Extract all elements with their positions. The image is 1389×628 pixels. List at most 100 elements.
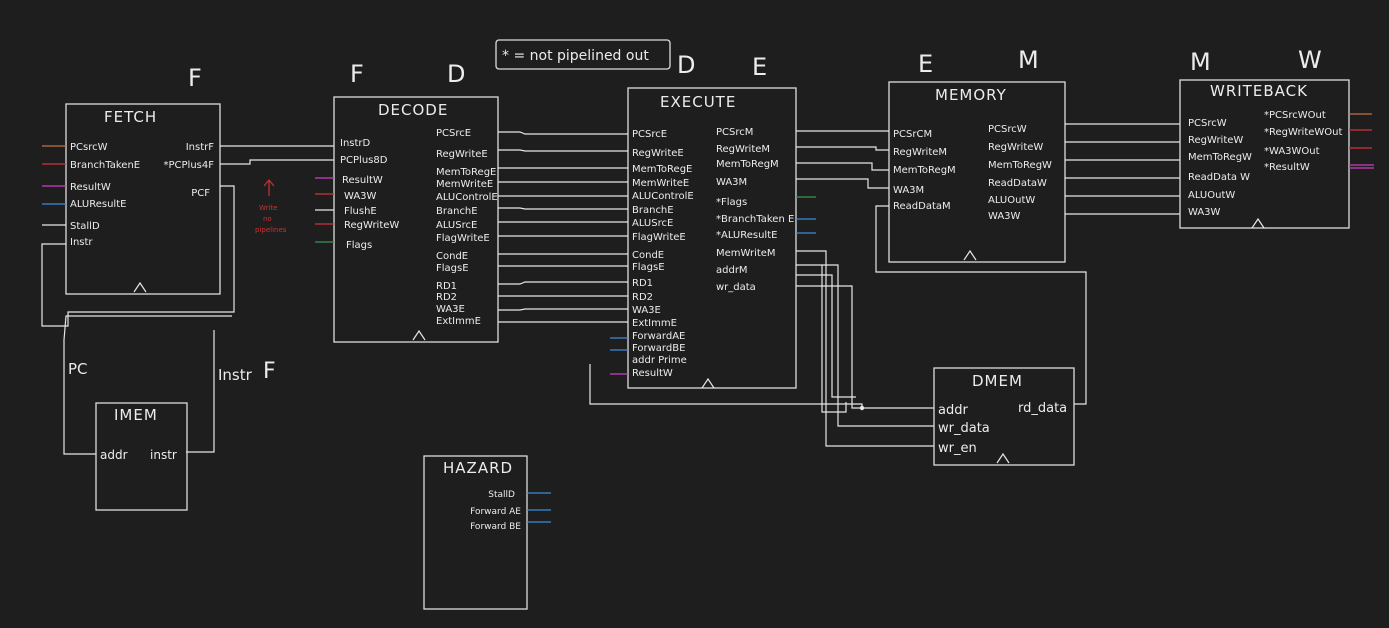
execute-out-label: *BranchTaken E [716,214,794,225]
decode-in-3: WA3W [344,191,377,202]
decode-out-label: ALUSrcE [436,220,477,231]
decode-in-2: ResultW [342,175,383,186]
clock-icon [133,281,147,293]
fetch-out-2: PCF [191,188,210,199]
imem-addr: addr [100,448,128,462]
memory-out-label: ALUOutW [988,195,1035,206]
decode-in-4: FlushE [344,206,377,217]
writeback-in-label: ReadData W [1188,172,1250,183]
execute-in-label: RD1 [632,278,653,289]
instr-label: Instr [218,366,253,384]
decode-in-6: Flags [346,240,372,251]
execute-out-label: WA3M [716,177,747,188]
writeback-outputs: *PCSrcWOut*RegWriteWOut*WA3WOut*ResultW [1264,110,1342,173]
execute-in-label: ALUSrcE [632,218,673,229]
execute-out-label: *ALUResultE [716,230,777,241]
decode-out-label: FlagWriteE [436,233,490,244]
hazard-out-0: StallD [488,490,515,500]
decode-block: DECODE InstrD PCPlus8D ResultW WA3W Flus… [333,96,499,343]
dmem-in-1: wr_data [938,421,990,436]
decode-in-5: RegWriteW [344,220,399,231]
fetch-in-1: BranchTakenE [70,160,140,171]
execute-in-label: FlagsE [632,262,665,273]
execute-in-label: CondE [632,250,664,261]
execute-out-label: MemWriteM [716,248,776,259]
pc-imem-loop: PC Instr F [41,185,276,455]
stage-label-w1: W [1298,46,1322,74]
execute-block: EXECUTE [627,87,797,389]
execute-output-stubs [796,196,816,234]
dmem-block: DMEM addr wr_data wr_en rd_data [933,367,1075,466]
pc-label: PC [68,360,88,378]
execute-in-label: ExtImmE [632,318,677,329]
fetch-block: FETCH PCsrcW BranchTakenE ResultW ALURes… [65,103,221,295]
writeback-in-label: MemToRegW [1188,152,1252,163]
not-pipelined-note: * = not pipelined out [495,39,671,70]
decode-input-stubs [315,177,334,243]
dmem-wires [589,250,934,447]
decode-title: DECODE [378,101,448,119]
stage-label-d2: D [677,51,695,79]
annotation-line-1: no [263,215,272,223]
clock-icon [963,249,977,261]
fetch-out-1: *PCPlus4F [164,160,215,171]
writeback-in-label: ALUOutW [1188,190,1235,201]
stage-label-m2: M [1190,48,1211,76]
memory-block: MEMORY [888,81,1066,263]
writeback-output-stubs [1349,113,1374,169]
fetch-in-2: ResultW [70,182,111,193]
fetch-in-0: PCsrcW [70,142,108,153]
decode-out-label: MemToRegE [436,167,496,178]
fetch-input-stubs [42,145,66,226]
writeback-out-label: *RegWriteWOut [1264,127,1342,138]
stage-label-e2: E [918,50,933,78]
decode-out-label: RegWriteE [436,149,488,160]
memory-in-label: ReadDataM [893,201,951,212]
stage-labels: F F D D E E M M W [188,46,1322,92]
execute-in-label: ALUControlE [632,191,694,202]
clock-icon [701,377,715,389]
stage-label-d1: D [447,60,465,88]
clock-icon [412,329,426,341]
writeback-in-label: WA3W [1188,207,1221,218]
writeback-out-label: *PCSrcWOut [1264,110,1326,121]
execute-in-label: BranchE [632,205,674,216]
decode-out-label: MemWriteE [436,179,493,190]
memory-in-label: WA3M [893,185,924,196]
note-text: * = not pipelined out [502,48,649,64]
memory-in-label: MemToRegM [893,165,956,176]
decode-out-label: FlagsE [436,263,469,274]
hazard-out-1: Forward AE [470,507,521,517]
writeback-in-label: RegWriteW [1188,135,1243,146]
decode-out-label: ExtImmE [436,316,481,327]
fetch-in-4: StallD [70,221,100,232]
imem-instr: instr [150,448,177,462]
clock-icon [1251,217,1265,229]
instr-suffix: F [263,359,276,384]
memory-outputs: PCSrcWRegWriteWMemToRegWReadDataWALUOutW… [988,124,1052,222]
execute-in-label: MemToRegE [632,164,692,175]
clock-icon [996,452,1010,464]
stage-label-m1: M [1018,46,1039,74]
decode-to-execute-wires [498,131,628,323]
writeback-out-label: *WA3WOut [1264,146,1320,157]
imem-block: IMEM addr instr [95,402,188,511]
execute-outputs: PCSrcMRegWriteMMemToRegMWA3M*Flags*Branc… [716,127,794,293]
execute-in-label: MemWriteE [632,178,689,189]
decode-out-label: RD1 [436,281,457,292]
execute-in-label: ResultW [632,368,673,379]
memory-out-label: RegWriteW [988,142,1043,153]
execute-in-label: RegWriteE [632,148,684,159]
execute-in-label: ForwardAE [632,331,685,342]
execute-title: EXECUTE [660,93,736,111]
annotation-line-0: Write [259,204,277,212]
decode-out-label: PCSrcE [436,128,471,139]
write-no-pipelines-note: Write no pipelines [255,179,287,234]
execute-in-label: addr Prime [632,355,687,366]
hazard-block: HAZARD StallD Forward AE Forward BE [423,455,551,610]
memory-in-label: RegWriteM [893,147,947,158]
execute-out-label: addrM [716,265,748,276]
